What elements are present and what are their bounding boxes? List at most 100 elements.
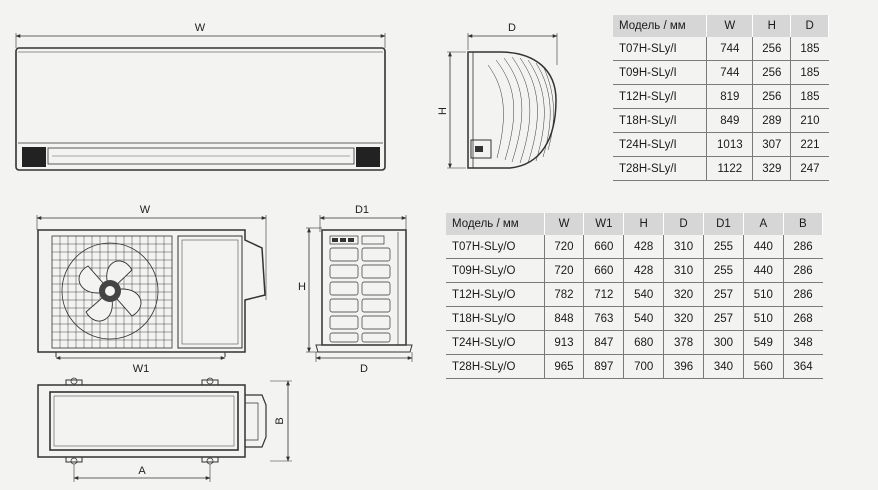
table-row: T12H-SLy/I 819 256 185 (613, 84, 829, 109)
value-cell: 913 (544, 330, 585, 355)
column-header: W (706, 15, 754, 37)
value-cell: 763 (583, 306, 625, 331)
outdoor-unit-front-view (36, 215, 267, 360)
value-cell: 378 (663, 330, 704, 355)
outdoor-d-label: D (360, 363, 368, 375)
outdoor-b-label: B (274, 417, 286, 424)
column-header: W1 (583, 213, 625, 235)
outdoor-d1-label: D1 (355, 204, 369, 216)
value-cell: 540 (623, 306, 665, 331)
value-cell: 221 (790, 132, 829, 157)
outdoor-w-label: W (140, 204, 151, 216)
column-header: H (752, 15, 792, 37)
value-cell: 286 (783, 235, 823, 259)
value-cell: 255 (703, 258, 744, 283)
indoor-unit-front-view (15, 33, 386, 171)
column-header: D (663, 213, 704, 235)
model-cell: T12H-SLy/O (446, 282, 545, 307)
value-cell: 744 (706, 60, 754, 85)
value-cell: 210 (790, 108, 829, 133)
value-cell: 720 (544, 258, 585, 283)
model-cell: T28H-SLy/O (446, 354, 545, 379)
value-cell: 364 (783, 354, 823, 379)
value-cell: 848 (544, 306, 585, 331)
value-cell: 256 (752, 84, 792, 109)
indoor-dimensions-table: Модель / мм W H D T07H-SLy/I 744 256 185… (613, 15, 829, 181)
value-cell: 257 (703, 282, 744, 307)
indoor-w-label: W (195, 22, 206, 34)
value-cell: 300 (703, 330, 744, 355)
table-row: T09H-SLy/O 720 660 428 310 255 440 286 (446, 258, 823, 283)
value-cell: 256 (752, 60, 792, 85)
value-cell: 847 (583, 330, 625, 355)
value-cell: 310 (663, 235, 704, 259)
value-cell: 744 (706, 37, 754, 61)
value-cell: 255 (703, 235, 744, 259)
outdoor-unit-side-view (306, 215, 413, 362)
table-row: T28H-SLy/O 965 897 700 396 340 560 364 (446, 354, 823, 379)
table-row: T18H-SLy/O 848 763 540 320 257 510 268 (446, 306, 823, 331)
value-cell: 819 (706, 84, 754, 109)
model-cell: T07H-SLy/I (613, 37, 708, 61)
value-cell: 1013 (706, 132, 754, 157)
value-cell: 660 (583, 258, 625, 283)
column-header: Модель / мм (446, 213, 545, 235)
value-cell: 340 (703, 354, 744, 379)
indoor-d-label: D (508, 22, 516, 34)
column-header: W (544, 213, 585, 235)
value-cell: 247 (790, 156, 829, 181)
value-cell: 440 (743, 258, 784, 283)
outdoor-dimensions-table: Модель / мм W W1 H D D1 A B T07H-SLy/O 7… (446, 213, 824, 379)
outdoor-w1-label: W1 (133, 363, 150, 375)
table-row: T12H-SLy/O 782 712 540 320 257 510 286 (446, 282, 823, 307)
model-cell: T07H-SLy/O (446, 235, 545, 259)
value-cell: 440 (743, 235, 784, 259)
value-cell: 510 (743, 282, 784, 307)
table-header-row: Модель / мм W H D (613, 15, 829, 37)
value-cell: 185 (790, 37, 829, 61)
model-cell: T24H-SLy/O (446, 330, 545, 355)
model-cell: T12H-SLy/I (613, 84, 708, 109)
value-cell: 348 (783, 330, 823, 355)
model-cell: T28H-SLy/I (613, 156, 708, 181)
outdoor-h-label: H (298, 281, 306, 293)
table-row: T24H-SLy/O 913 847 680 378 300 549 348 (446, 330, 823, 355)
value-cell: 965 (544, 354, 585, 379)
value-cell: 257 (703, 306, 744, 331)
model-cell: T09H-SLy/I (613, 60, 708, 85)
value-cell: 396 (663, 354, 704, 379)
value-cell: 428 (623, 235, 665, 259)
value-cell: 307 (752, 132, 792, 157)
outdoor-a-label: A (138, 465, 146, 477)
value-cell: 560 (743, 354, 784, 379)
indoor-h-label: H (437, 107, 449, 115)
table-header-row: Модель / мм W W1 H D D1 A B (446, 213, 824, 235)
column-header: B (783, 213, 824, 235)
value-cell: 286 (783, 282, 823, 307)
column-header: A (743, 213, 784, 235)
model-cell: T18H-SLy/O (446, 306, 545, 331)
value-cell: 256 (752, 37, 792, 61)
table-row: T18H-SLy/I 849 289 210 (613, 108, 829, 133)
value-cell: 712 (583, 282, 625, 307)
value-cell: 320 (663, 306, 704, 331)
table-row: T07H-SLy/O 720 660 428 310 255 440 286 (446, 235, 823, 259)
model-cell: T24H-SLy/I (613, 132, 708, 157)
value-cell: 700 (623, 354, 665, 379)
indoor-unit-side-view (447, 33, 558, 169)
value-cell: 286 (783, 258, 823, 283)
value-cell: 185 (790, 84, 829, 109)
value-cell: 782 (544, 282, 585, 307)
value-cell: 320 (663, 282, 704, 307)
value-cell: 510 (743, 306, 784, 331)
value-cell: 680 (623, 330, 665, 355)
value-cell: 329 (752, 156, 792, 181)
table-row: T28H-SLy/I 1122 329 247 (613, 156, 829, 181)
model-cell: T18H-SLy/I (613, 108, 708, 133)
value-cell: 268 (783, 306, 823, 331)
value-cell: 897 (583, 354, 625, 379)
outdoor-unit-top-view (37, 377, 292, 482)
model-cell: T09H-SLy/O (446, 258, 545, 283)
value-cell: 720 (544, 235, 585, 259)
